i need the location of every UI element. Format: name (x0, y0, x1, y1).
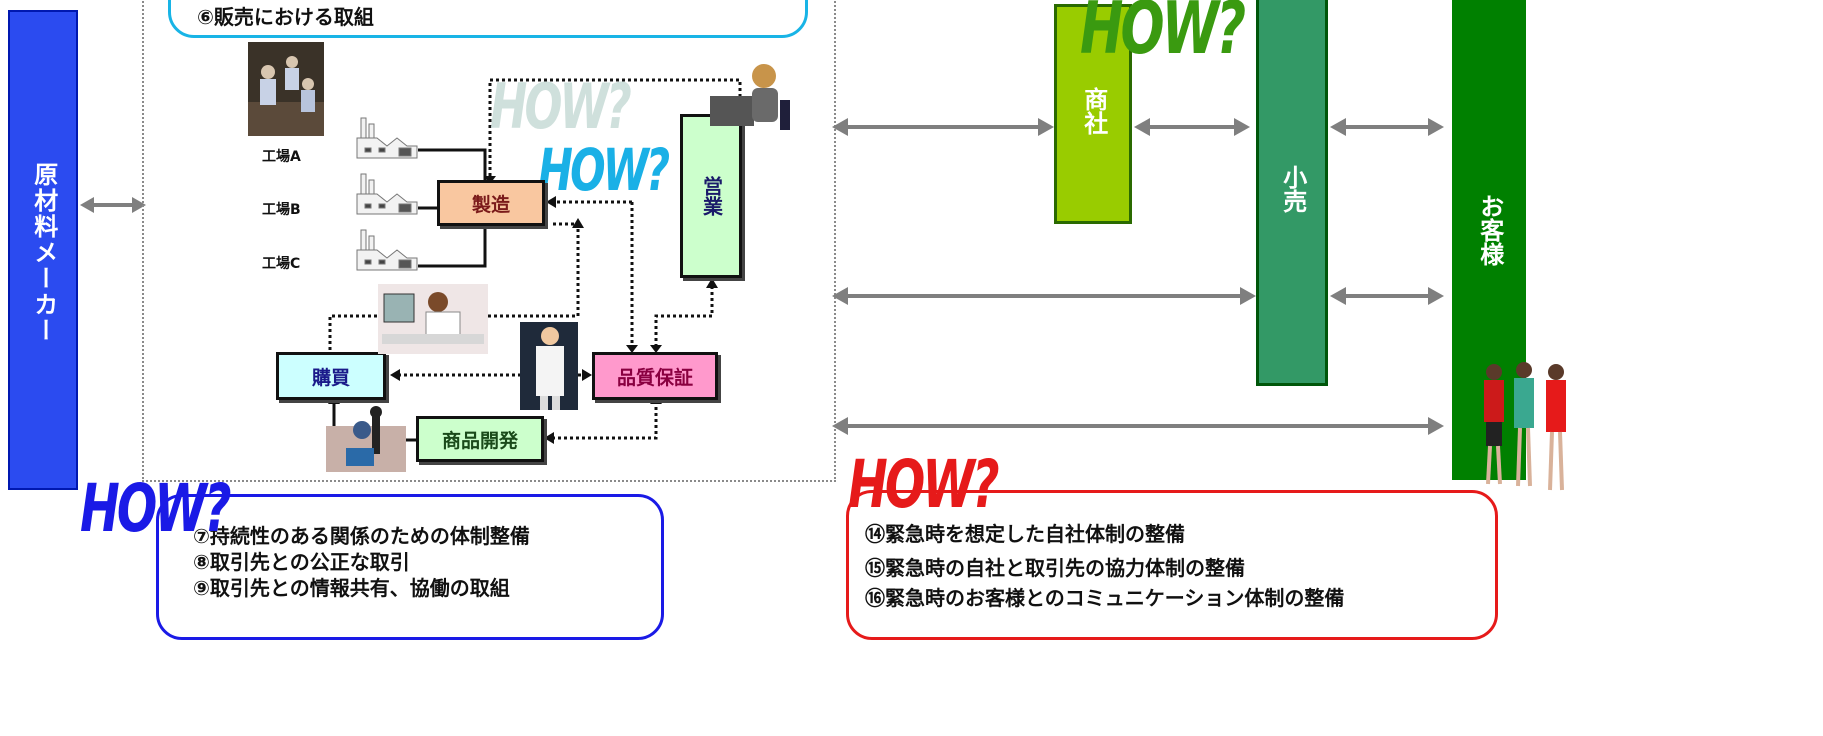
customers-label: お客様 (1475, 194, 1504, 266)
how-green-text: HOW? (1080, 0, 1246, 70)
trading-company-label: 商社 (1079, 87, 1108, 135)
factory-a-label: 工場A (262, 149, 301, 165)
sales-initiatives-text: ⑥販売における取組 (197, 5, 374, 29)
factory-c-label: 工場C (262, 256, 301, 272)
emergency-item-14: ⑭緊急時を想定した自社体制の整備 (865, 522, 1185, 546)
quality-assurance-node: 品質保証 (592, 352, 718, 400)
sales-node: 営業 (680, 114, 742, 278)
factory-c-icon (356, 229, 418, 271)
supplier-relations-callout: ⑦持続性のある関係のための体制整備 ⑧取引先との公正な取引 ⑨取引先との情報共有… (156, 494, 664, 640)
factory-b-label: 工場B (262, 202, 301, 218)
raw-material-maker-bar: 原材料メーカー (8, 10, 78, 490)
emergency-item-15: ⑮緊急時の自社と取引先の協力体制の整備 (865, 556, 1245, 580)
arrow-company-retail (832, 287, 1256, 305)
raw-material-arrow (80, 197, 146, 213)
customers-bar: お客様 (1452, 0, 1526, 480)
how-blue-bottom-text: HOW? (80, 470, 232, 547)
arrow-company-trading (832, 118, 1054, 136)
researcher-clipart (326, 406, 406, 472)
supplier-item-7: ⑦持続性のある関係のための体制整備 (193, 524, 530, 548)
doctor-clipart (520, 322, 578, 410)
flow-connectors (328, 78, 742, 444)
trading-company-bar: 商社 (1054, 4, 1132, 224)
supplier-item-9: ⑨取引先との情報共有、協働の取組 (193, 576, 510, 600)
company-frame (142, 0, 836, 482)
product-development-node: 商品開発 (416, 416, 544, 462)
sales-label: 営業 (699, 176, 724, 216)
customers-clipart (1484, 362, 1566, 491)
raw-material-maker-label: 原材料メーカー (29, 162, 58, 344)
arrow-retail-customers-1 (1330, 118, 1444, 136)
retail-label: 小売 (1278, 165, 1307, 213)
factory-a-icon (356, 117, 418, 159)
how-red-text: HOW? (848, 446, 1000, 523)
arrow-trading-retail (1134, 118, 1250, 136)
retail-bar: 小売 (1256, 0, 1328, 386)
sales-initiatives-callout: ⑥販売における取組 (168, 0, 808, 38)
factory-workers-photo (248, 42, 324, 136)
emergency-item-16: ⑯緊急時のお客様とのコミュニケーション体制の整備 (865, 586, 1345, 610)
factory-icons (356, 117, 418, 271)
how-faded-text: HOW? (490, 70, 632, 143)
supplier-item-8: ⑧取引先との公正な取引 (193, 550, 410, 574)
sales-person-clipart (710, 64, 790, 130)
how-blue-text: HOW? (538, 136, 670, 204)
manufacturing-node: 製造 (437, 180, 545, 226)
purchasing-node: 購買 (276, 352, 386, 400)
factory-b-icon (356, 173, 418, 215)
office-worker-clipart (378, 284, 488, 354)
supply-chain-arrows (832, 118, 1444, 435)
emergency-callout: ⑭緊急時を想定した自社体制の整備 ⑮緊急時の自社と取引先の協力体制の整備 ⑯緊急… (846, 490, 1498, 640)
arrow-retail-customers-2 (1330, 287, 1444, 305)
arrow-company-customers (832, 417, 1444, 435)
